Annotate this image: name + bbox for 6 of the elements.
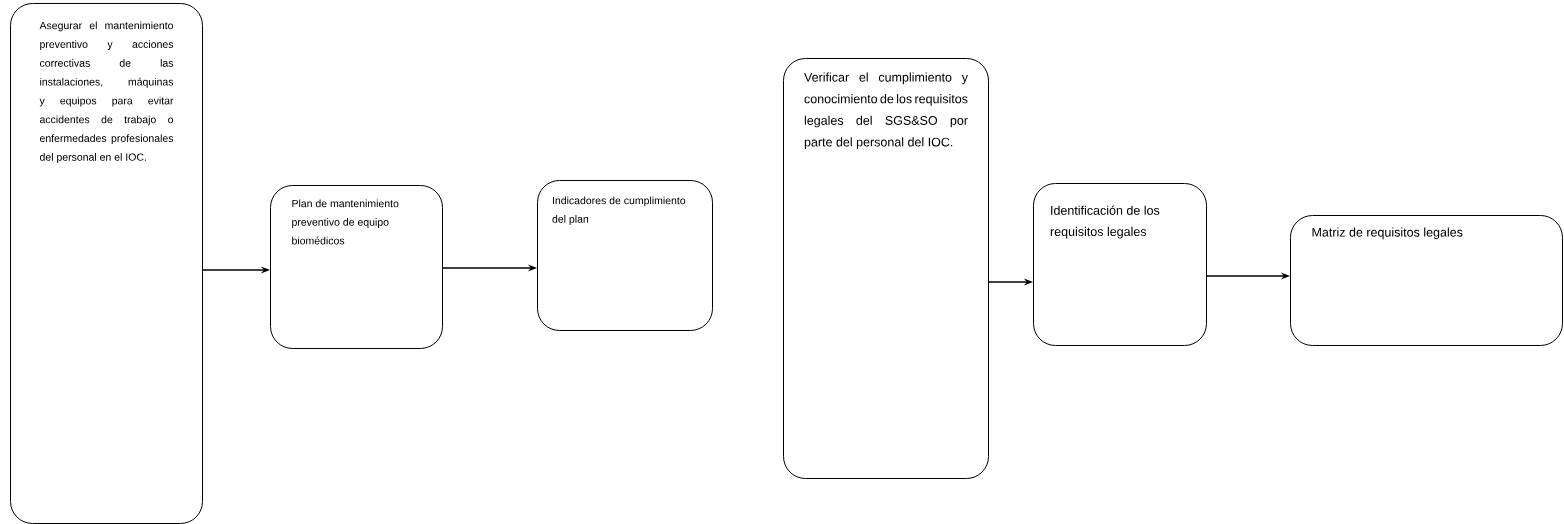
process-box: Identificación de los requisitos legales [1033,183,1207,346]
process-box: Asegurar el mantenimiento preventivo y acciones correctivas de las instalaciones, máquinas y equipos para evitar accidentes de trabajo o enfermedades profesionales del personal en el IOC. [10,3,203,524]
process-box: Plan de mantenimiento preventivo de equipo biomédicos [270,185,443,349]
process-box: Indicadores de cumplimiento del plan [537,180,713,331]
process-box: Verificar el cumplimiento y conocimiento de los requisitos legales del SGS&SO por parte del personal del IOC. [783,58,989,479]
process-box: Matriz de requisitos legales [1290,215,1563,346]
